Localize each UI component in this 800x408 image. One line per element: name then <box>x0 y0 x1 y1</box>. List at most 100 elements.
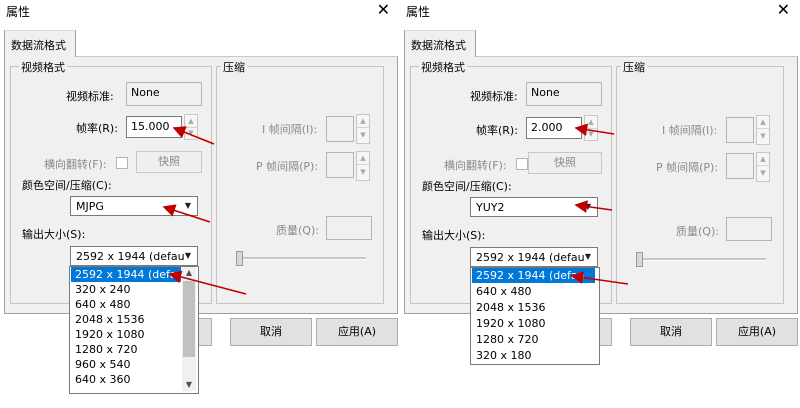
spin-down-icon[interactable]: ▼ <box>360 168 366 176</box>
dropdown-option[interactable]: 1920 x 1080 <box>75 328 145 341</box>
flip-checkbox[interactable] <box>116 157 128 169</box>
flip-checkbox[interactable] <box>516 158 528 170</box>
properties-dialog-right: 属性 ✕ 数据流格式 视频格式 压缩 视频标准: None 帧率(R): 2.0… <box>400 0 800 408</box>
i-frame-interval-label: I 帧间隔(I): <box>262 123 318 136</box>
spin-up-icon[interactable]: ▲ <box>357 115 369 128</box>
dropdown-option[interactable]: 640 x 480 <box>75 298 131 311</box>
apply-button[interactable]: 应用(A) <box>716 318 798 346</box>
dropdown-option[interactable]: 960 x 540 <box>75 358 131 371</box>
frame-rate-input[interactable]: 15.000 <box>126 116 182 138</box>
p-frame-stepper[interactable]: ▲ ▼ <box>756 152 770 182</box>
dropdown-option[interactable]: 640 x 360 <box>75 373 131 386</box>
tab-label: 数据流格式 <box>411 39 466 52</box>
cancel-button[interactable]: 取消 <box>630 318 712 346</box>
spin-up-icon[interactable]: ▲ <box>757 116 769 129</box>
spin-up-icon[interactable]: ▲ <box>357 152 369 165</box>
color-space-label: 颜色空间/压缩(C): <box>422 180 512 193</box>
dropdown-option[interactable]: 2592 x 1944 (defau <box>472 268 595 283</box>
spin-up-icon[interactable]: ▲ <box>757 153 769 166</box>
window-title: 属性 <box>6 5 31 19</box>
dropdown-option[interactable]: 1280 x 720 <box>476 333 539 346</box>
chevron-down-icon[interactable]: ▼ <box>184 201 192 210</box>
chevron-down-icon[interactable]: ▼ <box>184 251 192 260</box>
spin-down-icon[interactable]: ▼ <box>760 132 766 140</box>
frame-rate-stepper[interactable]: ▲ ▼ <box>584 115 598 141</box>
frame-rate-value: 2.000 <box>531 121 563 134</box>
video-standard-label: 视频标准: <box>470 90 518 103</box>
scroll-down-icon[interactable]: ▼ <box>185 380 193 389</box>
title-bar: 属性 ✕ <box>400 0 800 22</box>
output-size-value: 2592 x 1944 (defau <box>76 250 185 263</box>
i-frame-stepper[interactable]: ▲ ▼ <box>756 115 770 145</box>
dropdown-option[interactable]: 640 x 480 <box>476 285 532 298</box>
output-size-dropdown[interactable]: 2592 x 1944 (defau 640 x 480 2048 x 1536… <box>470 267 600 365</box>
frame-rate-label: 帧率(R): <box>76 122 118 135</box>
output-size-value: 2592 x 1944 (defau <box>476 251 585 264</box>
p-frame-stepper[interactable]: ▲ ▼ <box>356 151 370 181</box>
spin-down-icon[interactable]: ▼ <box>360 131 366 139</box>
output-size-select[interactable]: 2592 x 1944 (defau ▼ <box>70 246 198 266</box>
color-space-select[interactable]: YUY2 ▼ <box>470 197 598 217</box>
chevron-down-icon[interactable]: ▼ <box>584 202 592 211</box>
dropdown-option[interactable]: 2048 x 1536 <box>75 313 145 326</box>
quality-slider-track[interactable] <box>636 258 766 261</box>
frame-rate-stepper[interactable]: ▲ ▼ <box>184 114 198 140</box>
i-frame-interval-input[interactable] <box>726 117 754 143</box>
video-standard-label: 视频标准: <box>66 90 114 103</box>
video-standard-field: None <box>126 82 202 106</box>
p-frame-interval-input[interactable] <box>326 152 354 178</box>
dropdown-option[interactable]: 320 x 240 <box>75 283 131 296</box>
spin-down-icon[interactable]: ▼ <box>588 130 594 138</box>
quality-input[interactable] <box>326 216 372 240</box>
title-bar: 属性 ✕ <box>0 0 400 22</box>
tab-stream-format[interactable]: 数据流格式 <box>4 30 76 57</box>
frame-rate-input[interactable]: 2.000 <box>526 117 582 139</box>
chevron-down-icon[interactable]: ▼ <box>584 252 592 261</box>
scroll-up-icon[interactable]: ▲ <box>185 268 193 277</box>
properties-dialog-left: 属性 ✕ 数据流格式 视频格式 压缩 视频标准: None 帧率(R): 15.… <box>0 0 400 394</box>
window-title: 属性 <box>406 5 431 19</box>
quality-slider-thumb[interactable] <box>636 252 643 267</box>
quality-input[interactable] <box>726 217 772 241</box>
video-standard-value: None <box>531 86 560 99</box>
output-size-select[interactable]: 2592 x 1944 (defau ▼ <box>470 247 598 267</box>
video-format-group-label: 视频格式 <box>419 59 467 75</box>
tab-stream-format[interactable]: 数据流格式 <box>404 30 476 57</box>
i-frame-interval-label: I 帧间隔(I): <box>662 124 718 137</box>
dropdown-option[interactable]: 1280 x 720 <box>75 343 138 356</box>
quality-slider-track[interactable] <box>236 257 366 260</box>
snapshot-button[interactable]: 快照 <box>528 152 602 174</box>
dropdown-option[interactable]: 2592 x 1944 (defau <box>71 267 184 282</box>
output-size-label: 输出大小(S): <box>422 229 486 242</box>
p-frame-interval-input[interactable] <box>726 153 754 179</box>
output-size-dropdown[interactable]: 2592 x 1944 (defau 320 x 240 640 x 480 2… <box>69 266 199 394</box>
i-frame-stepper[interactable]: ▲ ▼ <box>356 114 370 144</box>
dropdown-option[interactable]: 1920 x 1080 <box>476 317 546 330</box>
video-format-group-label: 视频格式 <box>19 59 67 75</box>
quality-label: 质量(Q): <box>276 224 319 237</box>
dropdown-option[interactable]: 2048 x 1536 <box>476 301 546 314</box>
i-frame-interval-input[interactable] <box>326 116 354 142</box>
apply-button[interactable]: 应用(A) <box>316 318 398 346</box>
output-size-label: 输出大小(S): <box>22 228 86 241</box>
scrollbar-thumb[interactable] <box>183 281 195 357</box>
color-space-select[interactable]: MJPG ▼ <box>70 196 198 216</box>
compress-group: 压缩 <box>216 59 384 304</box>
dropdown-scrollbar[interactable]: ▲ ▼ <box>182 267 196 391</box>
compress-group-label: 压缩 <box>621 59 647 75</box>
spin-down-icon[interactable]: ▼ <box>188 129 194 137</box>
close-icon[interactable]: ✕ <box>376 0 390 19</box>
quality-slider-thumb[interactable] <box>236 251 243 266</box>
dropdown-option[interactable]: 320 x 180 <box>476 349 532 362</box>
flip-label: 横向翻转(F): <box>44 158 107 171</box>
close-icon[interactable]: ✕ <box>776 0 790 19</box>
p-frame-interval-label: P 帧间隔(P): <box>256 160 319 173</box>
cancel-button[interactable]: 取消 <box>230 318 312 346</box>
video-standard-value: None <box>131 86 160 99</box>
tab-label: 数据流格式 <box>11 39 66 52</box>
quality-label: 质量(Q): <box>676 225 719 238</box>
snapshot-button[interactable]: 快照 <box>136 151 202 173</box>
spin-down-icon[interactable]: ▼ <box>760 169 766 177</box>
frame-rate-value: 15.000 <box>131 120 170 133</box>
flip-label: 横向翻转(F): <box>444 159 507 172</box>
